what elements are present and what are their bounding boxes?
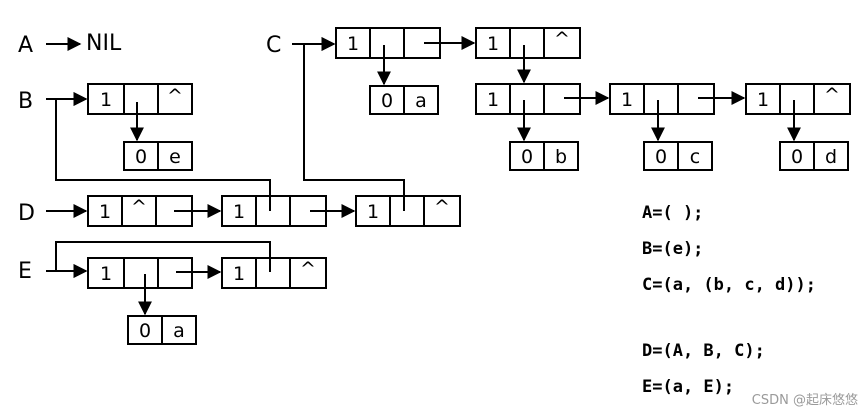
atom-b-tag: 0: [521, 146, 533, 168]
label-e: E: [18, 259, 32, 284]
node-e2-tag: 1: [233, 263, 245, 285]
node-d3-tag: 1: [367, 201, 379, 223]
atom-d: 0 d: [779, 141, 849, 171]
atom-b: 0 b: [509, 141, 579, 171]
atom-c-tag: 0: [655, 146, 667, 168]
node-b-tail-null: ^: [167, 85, 183, 107]
node-c2: 1 ^: [475, 27, 581, 59]
atom-d-value: d: [825, 146, 837, 168]
node-c2-tag: 1: [487, 33, 499, 55]
node-s3-tag: 1: [757, 89, 769, 111]
label-c: C: [266, 33, 281, 58]
expression-c: C=(a, (b, c, d));: [642, 275, 816, 295]
arrow-d3-to-c: [303, 37, 405, 211]
node-d1: 1 ^: [87, 195, 193, 227]
label-b: B: [18, 89, 33, 114]
label-d: D: [18, 201, 35, 226]
expression-e: E=(a, E);: [642, 377, 734, 397]
node-d3: 1 ^: [355, 195, 461, 227]
atom-b-value: b: [555, 146, 567, 168]
atom-d-tag: 0: [791, 146, 803, 168]
node-d1-tag: 1: [99, 201, 111, 223]
arrow-d2-to-b: [55, 92, 271, 211]
arrow-e2-to-e: [55, 241, 271, 278]
node-c2-tail-null: ^: [554, 28, 570, 50]
node-e2-tail-null: ^: [300, 258, 316, 280]
atom-a-c-tag: 0: [381, 90, 393, 112]
node-b-tag: 1: [100, 89, 112, 111]
node-e1-tag: 1: [100, 263, 112, 285]
atom-a-c-value: a: [415, 90, 427, 112]
label-a: A: [18, 33, 33, 58]
atom-a-e-value: a: [173, 320, 185, 342]
expression-b: B=(e);: [642, 239, 703, 259]
expression-a: A=( );: [642, 203, 703, 223]
node-c1-tag: 1: [347, 33, 359, 55]
expression-list: A=( ); B=(e); C=(a, (b, c, d)); D=(A, B,…: [642, 203, 816, 397]
node-s1-tag: 1: [487, 89, 499, 111]
node-s3-tail-null: ^: [824, 84, 840, 106]
expression-d: D=(A, B, C);: [642, 341, 765, 361]
node-d1-head-null: ^: [131, 196, 147, 218]
node-b-list: 1 ^: [87, 83, 193, 115]
atom-e-tag: 0: [135, 146, 147, 168]
atom-a-c: 0 a: [369, 85, 439, 115]
node-d2: 1: [221, 195, 327, 227]
node-s2-tag: 1: [621, 89, 633, 111]
atom-e: 0 e: [123, 141, 193, 171]
node-d3-tail-null: ^: [434, 196, 450, 218]
watermark: CSDN @起床悠悠: [752, 393, 858, 408]
nil-label: NIL: [86, 31, 122, 56]
atom-c: 0 c: [643, 141, 713, 171]
atom-a-e: 0 a: [127, 315, 197, 345]
atom-a-e-tag: 0: [139, 320, 151, 342]
node-d2-tag: 1: [233, 201, 245, 223]
atom-c-value: c: [690, 146, 700, 168]
node-s3: 1 ^: [745, 83, 851, 115]
node-e2: 1 ^: [221, 257, 327, 289]
atom-e-value: e: [169, 146, 181, 168]
